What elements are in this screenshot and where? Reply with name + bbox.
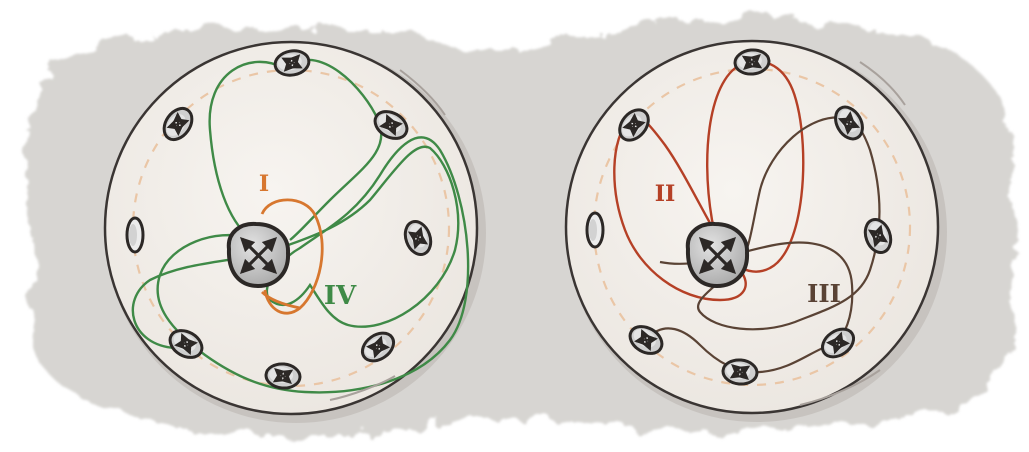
right-label-loop-ii: II — [655, 181, 676, 207]
left-disk: I IV — [105, 42, 486, 423]
right-socket-top — [734, 49, 770, 76]
right-socket-bottom — [722, 359, 758, 386]
left-socket-empty-left — [127, 218, 143, 252]
left-socket-bottom — [265, 363, 301, 390]
right-label-loop-iii: III — [807, 279, 841, 308]
left-label-loop-iv: IV — [324, 281, 357, 311]
right-hub-icon — [688, 224, 747, 286]
right-socket-empty-left — [587, 213, 603, 247]
left-hub-icon — [229, 224, 288, 286]
right-disk: II III — [566, 41, 947, 422]
left-label-loop-i: I — [259, 171, 269, 197]
